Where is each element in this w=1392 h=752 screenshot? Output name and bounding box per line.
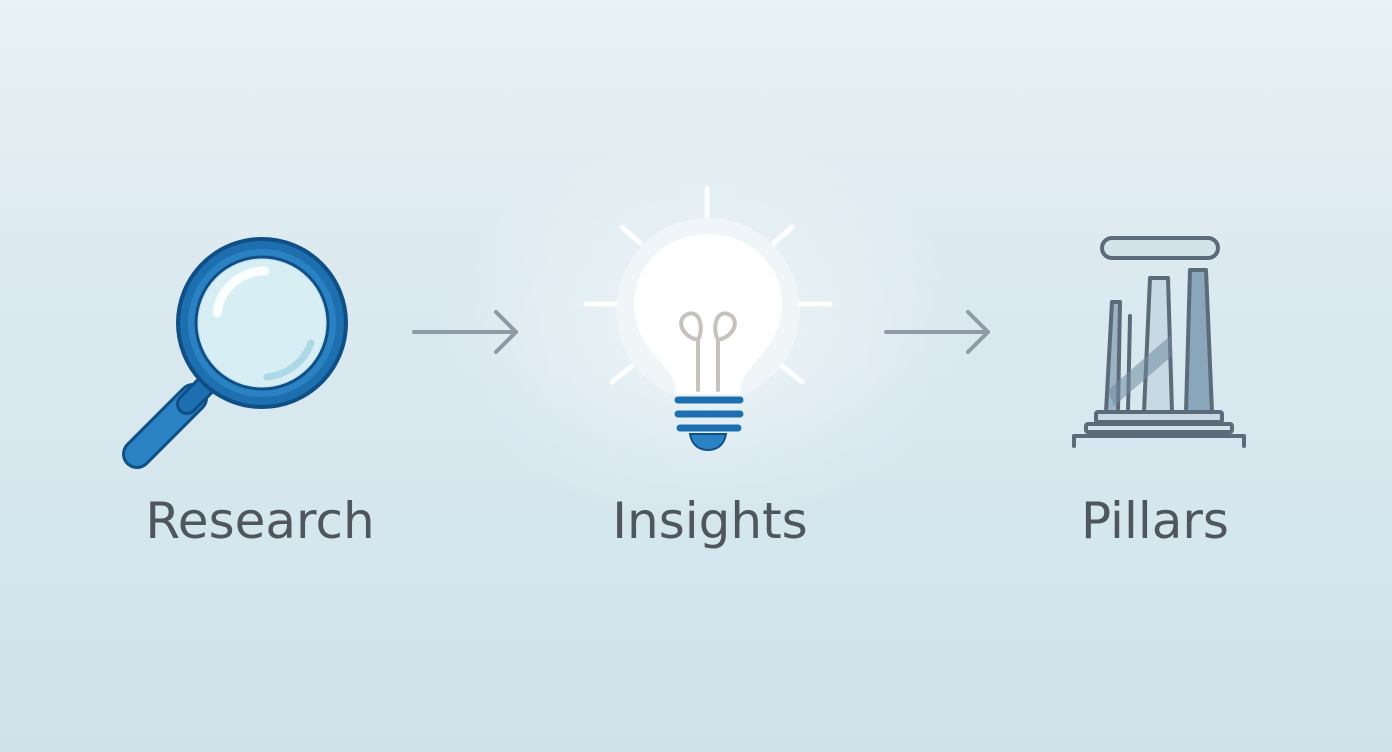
step-label-insights: Insights	[612, 492, 808, 550]
arrow-right-icon	[884, 310, 990, 354]
step-label-research: Research	[145, 492, 375, 550]
step-label-pillars: Pillars	[1081, 492, 1229, 550]
lightbulb-icon	[583, 185, 833, 452]
magnifying-glass-icon	[122, 237, 348, 469]
arrow-right-icon	[412, 310, 518, 354]
pillar-column-icon	[1072, 236, 1246, 448]
